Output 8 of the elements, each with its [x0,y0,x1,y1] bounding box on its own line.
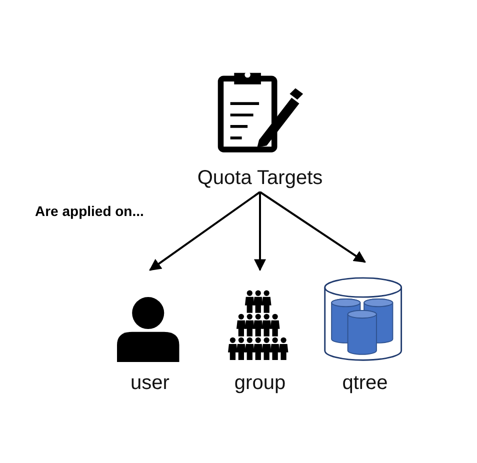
note-text: Are applied on... [35,203,144,219]
arrow [149,191,261,271]
node-label: group [234,371,286,395]
node-label: user [130,371,170,395]
arrow [259,191,366,263]
arrow [254,192,266,272]
node-label: qtree [342,371,388,395]
node-label: Quota Targets [197,166,323,190]
